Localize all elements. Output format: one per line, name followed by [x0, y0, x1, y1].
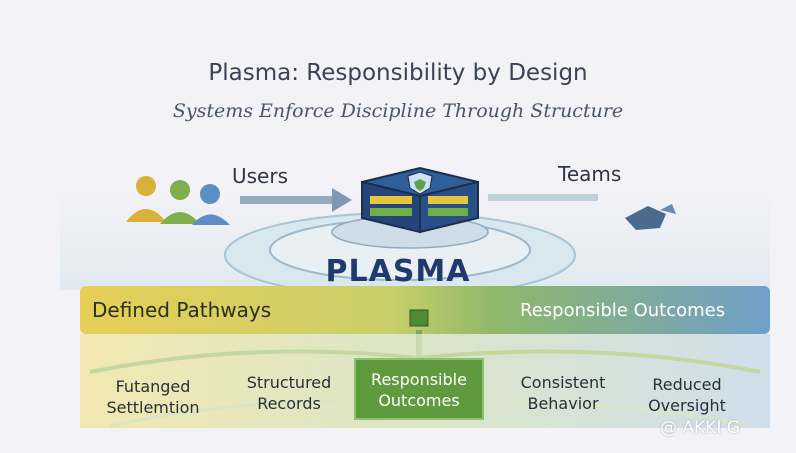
outcome-item: Structured Records [234, 372, 344, 414]
outcome-item: Consistent Behavior [508, 372, 618, 414]
defined-pathways-label: Defined Pathways [92, 298, 272, 322]
outcome-line: Outcomes [378, 391, 460, 410]
page-subtitle: Systems Enforce Discipline Through Struc… [172, 100, 624, 122]
plasma-hub-label: PLASMA [325, 254, 471, 289]
outcome-item: Responsible Outcomes [356, 369, 482, 411]
band-center-badge [409, 309, 429, 327]
arrow-icon [240, 188, 352, 212]
outcome-line: Responsible [371, 370, 467, 389]
outcome-line: Oversight [648, 396, 726, 415]
watermark-label: @ AKKI G [660, 418, 740, 438]
outcome-line: Behavior [527, 394, 599, 413]
teams-label: Teams [558, 162, 622, 186]
outcome-line: Structured [246, 373, 332, 392]
outcome-item: Reduced Oversight [632, 374, 742, 416]
server-box-icon [361, 166, 479, 234]
users-icon [126, 176, 230, 225]
responsible-outcomes-band-label: Responsible Outcomes [520, 300, 726, 321]
outcome-line: Settlemtion [106, 398, 200, 417]
users-label: Users [232, 164, 289, 188]
responsible-outcomes-box: Responsible Outcomes [354, 358, 484, 420]
outcome-line: Futanged [115, 377, 191, 396]
shield-icon [407, 171, 433, 195]
page-title: Plasma: Responsibility by Design [208, 60, 588, 86]
outcome-item: Futanged Settlemtion [98, 376, 208, 418]
teams-icon [625, 204, 676, 230]
outcome-line: Reduced [652, 375, 722, 394]
teams-connector-icon [488, 194, 598, 201]
outcome-line: Records [257, 394, 321, 413]
outcome-line: Consistent [520, 373, 606, 392]
